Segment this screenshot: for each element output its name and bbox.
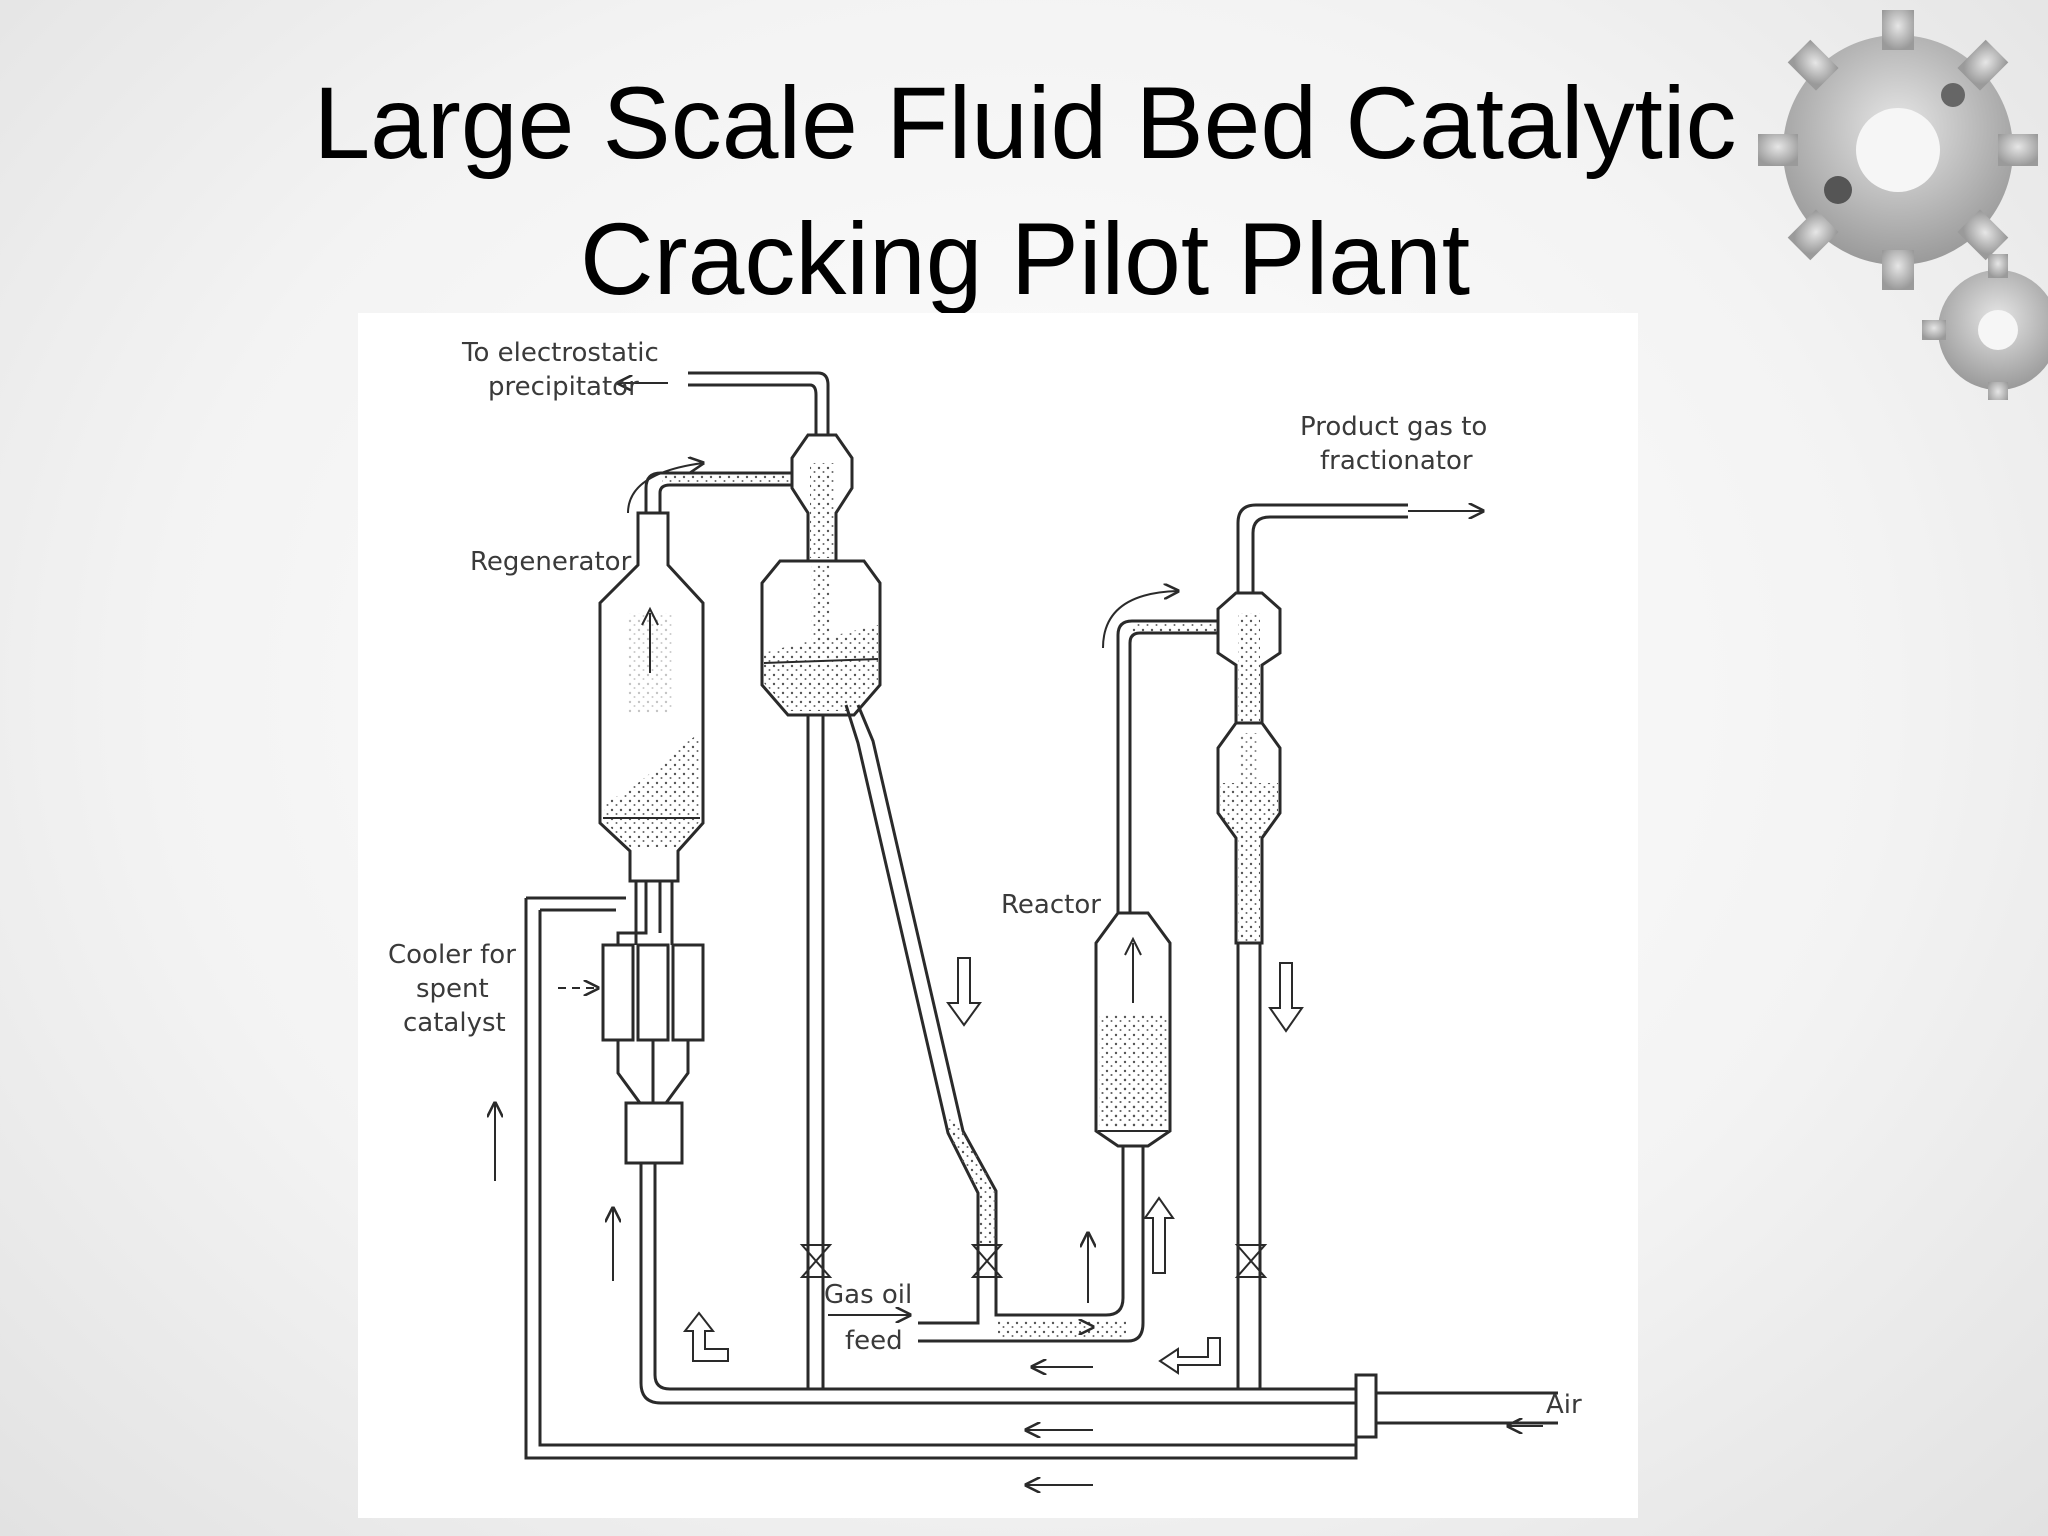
label-cooler-1: Cooler for bbox=[388, 940, 516, 970]
valve-middle bbox=[970, 1244, 1004, 1278]
process-diagram: To electrostatic precipitator Product ga… bbox=[358, 313, 1638, 1518]
reactor-vessel bbox=[1094, 911, 1172, 1148]
fcc-flow-diagram: To electrostatic precipitator Product ga… bbox=[388, 338, 1582, 1518]
cooler-standpipe bbox=[639, 1163, 1356, 1405]
reactor-cyclone bbox=[1216, 591, 1282, 1389]
product-gas-line bbox=[1236, 503, 1408, 593]
label-product-gas-1: Product gas to bbox=[1300, 412, 1487, 442]
regenerator-overhead-pipe-inner bbox=[658, 483, 792, 513]
label-regenerator: Regenerator bbox=[470, 547, 632, 577]
label-electrostatic-2: precipitator bbox=[488, 372, 639, 402]
label-gas-oil: Gas oil bbox=[824, 1280, 912, 1310]
catalyst-transfer-line bbox=[844, 704, 998, 1313]
label-feed: feed bbox=[845, 1326, 903, 1356]
label-cooler-2: spent bbox=[416, 974, 489, 1004]
regenerator-legs bbox=[616, 881, 674, 945]
label-product-gas-2: fractionator bbox=[1320, 446, 1473, 476]
air-header bbox=[1354, 1373, 1378, 1439]
cooler-standpipe-inner bbox=[653, 1163, 1358, 1391]
regenerator-vessel bbox=[598, 511, 705, 883]
gas-oil-riser bbox=[918, 1146, 1125, 1325]
gas-oil-riser-inner bbox=[918, 1146, 1145, 1343]
slide-title: Large Scale Fluid Bed Catalytic Cracking… bbox=[120, 55, 1930, 327]
label-air: Air bbox=[1546, 1390, 1582, 1420]
catalyst-coolers bbox=[601, 943, 705, 1165]
spent-catalyst-hopper bbox=[760, 559, 882, 717]
title-line-1: Large Scale Fluid Bed Catalytic bbox=[313, 66, 1737, 180]
inner-return-line bbox=[538, 908, 1356, 1447]
label-cooler-3: catalyst bbox=[403, 1008, 506, 1038]
regenerator-cyclone bbox=[688, 371, 854, 563]
reactor-overhead bbox=[1116, 619, 1228, 913]
valve-left bbox=[799, 1244, 833, 1278]
hopper-standpipe bbox=[806, 715, 825, 1389]
gear-small-icon bbox=[1922, 254, 2048, 400]
gears-decoration-icon bbox=[1758, 10, 2048, 400]
gear-large-icon bbox=[1758, 10, 2038, 290]
label-reactor: Reactor bbox=[1001, 890, 1101, 920]
label-electrostatic-1: To electrostatic bbox=[461, 338, 659, 368]
outer-return-line bbox=[524, 896, 1358, 1460]
flow-arrows bbox=[495, 383, 1543, 1485]
title-line-2: Cracking Pilot Plant bbox=[579, 202, 1471, 316]
